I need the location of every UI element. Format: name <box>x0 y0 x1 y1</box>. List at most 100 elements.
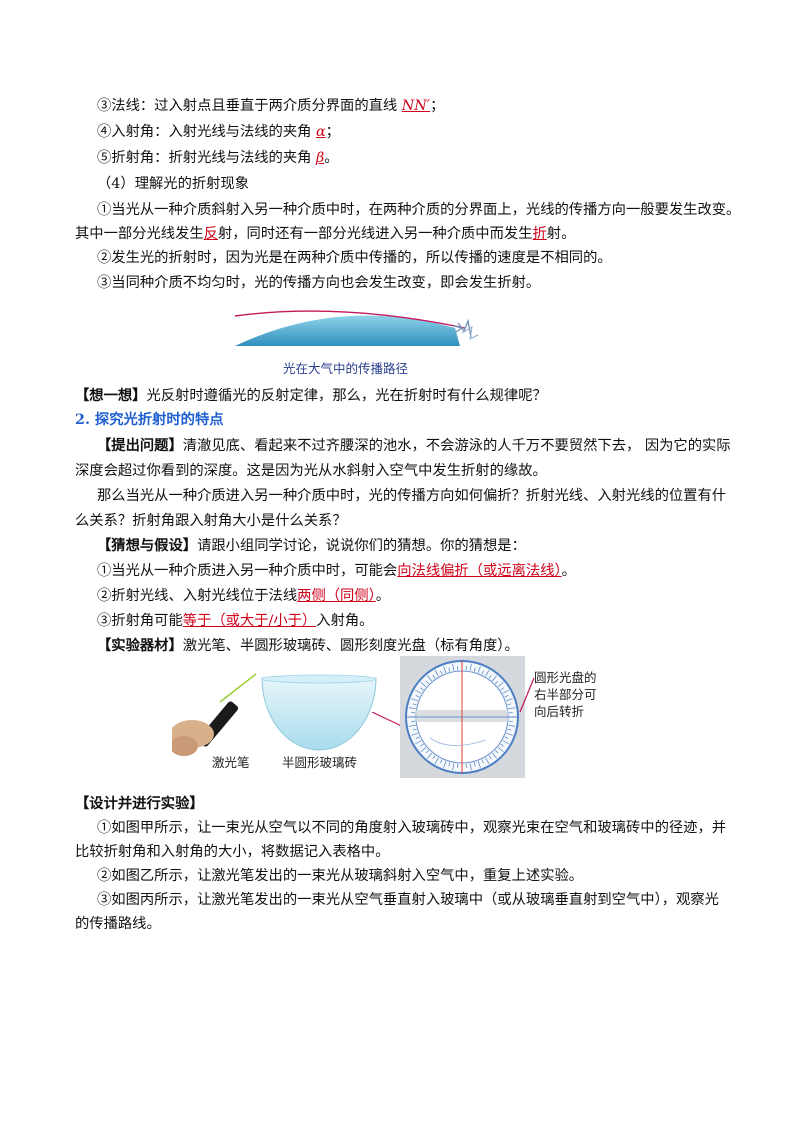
disc-tick <box>412 728 417 731</box>
disc-tick <box>469 763 472 771</box>
disc-tick <box>408 724 416 727</box>
protractor-disc-figure <box>400 656 525 778</box>
disc-tick <box>497 746 504 752</box>
question-line-1: 【提出问题】清澈见底、看起来不过齐腰深的池水，不会游泳的人千万不要贸然下去， 因… <box>97 438 731 454</box>
disc-tick <box>425 749 430 754</box>
disc-tick <box>443 666 447 673</box>
disc-tick <box>504 736 509 739</box>
disc-tick <box>504 695 509 698</box>
disc-tick <box>420 743 424 747</box>
line-incidence-angle: ④入射角：入射光线与法线的夹角 α； <box>97 124 340 140</box>
paragraph-2: ②发生光的折射时，因为光是在两种介质中传播的，所以传播的速度是不相同的。 <box>97 250 612 266</box>
answer-hypothesis-1: 向法线偏折（或远离法线） <box>397 563 562 579</box>
disc-tick <box>434 757 439 764</box>
think-paragraph: 【想一想】光反射时遵循光的反射定律，那么，光在折射时有什么规律呢？ <box>75 388 547 404</box>
section-2-heading: 2. 探究光折射时的特点 <box>75 412 224 428</box>
disc-tick <box>420 682 427 688</box>
disc-tick <box>497 682 504 688</box>
disc-tick <box>425 680 430 685</box>
disc-tick <box>477 666 481 673</box>
answer-alpha: α <box>316 124 326 140</box>
disc-tick <box>494 680 499 685</box>
question-line-3: 那么当光从一种介质进入另一种介质中时，光的传播方向如何偏折？折射光线、入射光线的… <box>97 488 727 504</box>
disc-pointer-line <box>519 677 535 713</box>
disc-tick <box>477 761 481 768</box>
disc-tick <box>502 740 509 745</box>
disc-tick <box>481 670 484 675</box>
disc-tick <box>508 724 516 727</box>
question-line-4: 么关系？折射角跟入射角大小是什么关系？ <box>75 513 347 529</box>
disc-tick <box>443 761 447 768</box>
disc-tick <box>500 687 504 691</box>
disc-tick <box>502 689 509 694</box>
hypothesis-2: ②折射光线、入射光线位于法线两侧（同侧）。 <box>97 588 391 604</box>
answer-beta: β <box>316 150 325 166</box>
answer-refraction: 折 <box>532 226 547 242</box>
hypothesis-intro: 【猜想与假设】请跟小组同学讨论，说说你们的猜想。你的猜想是： <box>97 538 526 554</box>
answer-normal: NN′ <box>401 98 431 114</box>
laser-caption: 激光笔 <box>212 755 250 770</box>
laser-pointer-figure <box>172 673 257 756</box>
disc-tick <box>427 675 433 682</box>
disc-tick <box>434 670 439 677</box>
disc-tick <box>481 759 484 764</box>
disc-tick <box>491 675 497 682</box>
disc-tick <box>507 703 512 706</box>
disc-tick <box>507 728 512 731</box>
disc-tick <box>411 732 418 736</box>
disc-tick <box>494 749 499 754</box>
disc-tick <box>488 675 492 679</box>
experiment-2: ②如图乙所示，让激光笔发出的一束光从玻璃斜射入空气中，重复上述实验。 <box>97 868 584 884</box>
hypothesis-1: ①当光从一种介质进入另一种介质中时，可能会向法线偏折（或远离法线）。 <box>97 563 576 579</box>
question-line-2: 深度会超过你看到的深度。这是因为光从水斜射入空气中发生折射的缘故。 <box>75 463 547 479</box>
disc-tick <box>448 762 451 767</box>
paragraph-1b: 其中一部分光线发生反射，同时还有一部分光线进入另一种介质中而发生折射。 <box>75 226 576 242</box>
experiment-3a: ③如图丙所示，让激光笔发出的一束光从空气垂直射入玻璃中（或从玻璃垂直射到空气中）… <box>97 892 719 908</box>
disc-tick <box>420 687 424 691</box>
disc-tick <box>427 752 433 759</box>
disc-tick <box>473 762 476 767</box>
answer-hypothesis-3: 等于（或大于/小于） <box>182 613 317 629</box>
disc-tick <box>440 759 443 764</box>
disc-tick <box>506 732 513 736</box>
line-normal-definition: ③法线：过入射点且垂直于两介质分界面的直线 NN′； <box>97 98 445 114</box>
disc-note: 圆形光盘的 右半部分可 向后转折 <box>534 670 597 719</box>
materials-line: 【实验器材】激光笔、半圆形玻璃砖、圆形刻度光盘（标有角度）。 <box>97 638 519 654</box>
disc-tick <box>448 667 451 672</box>
disc-tick <box>440 670 443 675</box>
paragraph-3: ③当同种介质不均匀时，光的传播方向也会发生改变，即会发生折射。 <box>97 275 541 291</box>
semicircle-glass-figure <box>261 674 377 751</box>
disc-tick <box>473 667 476 672</box>
answer-hypothesis-2: 两侧（同侧） <box>297 588 376 604</box>
experiment-3b: 的传播路线。 <box>75 916 161 932</box>
disc-tick <box>508 707 516 710</box>
disc-tick <box>415 695 420 698</box>
answer-reflection: 反 <box>203 226 218 242</box>
disc-tick <box>432 675 436 679</box>
disc-tick <box>420 746 427 752</box>
disc-tick <box>506 698 513 702</box>
paragraph-1a: ①当光从一种介质斜射入另一种介质中时，在两种介质的分界面上，光线的传播方向一般要… <box>97 202 741 218</box>
hypothesis-3: ③折射角可能等于（或大于/小于）入射角。 <box>97 613 374 629</box>
line-refraction-angle: ⑤折射角：折射光线与法线的夹角 β。 <box>97 150 339 166</box>
disc-tick <box>415 689 422 694</box>
disc-tick <box>500 743 504 747</box>
disc-tick <box>432 755 436 759</box>
glass-caption: 半圆形玻璃砖 <box>282 755 358 770</box>
disc-tick <box>452 763 455 771</box>
subheading-4: （4）理解光的折射现象 <box>97 176 250 192</box>
disc-tick <box>408 707 416 710</box>
disc-tick <box>412 703 417 706</box>
disc-tick <box>415 736 420 739</box>
disc-tick <box>469 663 472 671</box>
atmosphere-caption: 光在大气中的传播路径 <box>283 361 409 376</box>
disc-tick <box>491 752 497 759</box>
disc-tick <box>485 757 490 764</box>
atmosphere-figure <box>234 310 479 346</box>
disc-tick <box>452 663 455 671</box>
experiment-1a: ①如图甲所示，让一束光从空气以不同的角度射入玻璃砖中，观察光束在空气和玻璃砖中的… <box>97 820 727 836</box>
disc-tick <box>485 670 490 677</box>
experiment-1b: 比较折射角和入射角的大小，将数据记入表格中。 <box>75 844 390 860</box>
disc-tick <box>415 740 422 745</box>
disc-tick <box>411 698 418 702</box>
